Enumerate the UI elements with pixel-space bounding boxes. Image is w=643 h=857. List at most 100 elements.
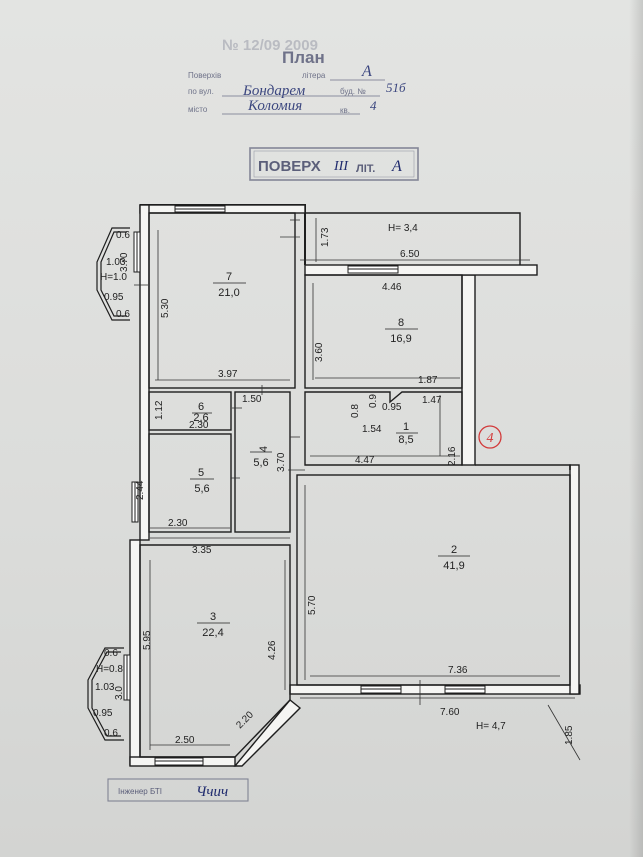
dim-0-95-b: 0.95 — [93, 708, 113, 719]
sheet-edge-shadow — [629, 0, 643, 857]
header-line1-suffix: літера — [302, 71, 326, 80]
room-7: 7 21,0 — [213, 271, 246, 299]
room-8-area: 16,9 — [390, 333, 411, 345]
room-1-number: 1 — [403, 421, 409, 433]
header-line3-number: 4 — [370, 98, 377, 113]
dim-0-6-b: 0.6 — [116, 309, 130, 320]
dim-2-20: 2.20 — [234, 709, 256, 731]
dim-h4-7: H= 4,7 — [476, 721, 506, 732]
dim-2-30-b: 2.30 — [168, 518, 188, 529]
room-6: 6 2,6 — [192, 401, 212, 424]
dim-0-9: 0.9 — [368, 394, 379, 408]
dim-2-44: 2.44 — [135, 480, 146, 500]
dim-5-95: 5.95 — [142, 630, 153, 650]
dim-4-26: 4.26 — [267, 640, 278, 660]
header-line2-label: по вул. — [188, 87, 214, 96]
dim-0-6-c: 0.6 — [104, 648, 118, 659]
room-5-area: 5,6 — [194, 483, 209, 495]
dim-h1-0: H=1.0 — [100, 272, 127, 283]
room-5-number: 5 — [198, 467, 204, 479]
dim-0-6-d: 0.6 — [104, 728, 118, 739]
dim-7-60: 7.60 — [440, 707, 460, 718]
dim-4-47: 4.47 — [355, 455, 375, 466]
dim-5-70: 5.70 — [307, 595, 318, 615]
room-4-area: 5,6 — [253, 457, 268, 469]
room-3-number: 3 — [210, 611, 216, 623]
dim-3-70-a: 3.70 — [119, 252, 130, 272]
dim-1-73: 1.73 — [320, 227, 331, 247]
floor-number: III — [333, 159, 349, 174]
dim-balcony-height: H= 3,4 — [388, 223, 418, 234]
room-5: 5 5,6 — [190, 467, 214, 495]
bay-window-top — [96, 227, 130, 321]
room-1-area: 8,5 — [398, 434, 413, 446]
apartment-marker: 4 — [478, 425, 502, 449]
room-4: 4 5,6 — [250, 446, 272, 469]
dim-3-97: 3.97 — [218, 369, 238, 380]
room-1: 1 8,5 — [396, 421, 418, 446]
room-2-area: 41,9 — [443, 560, 464, 572]
dim-1-47: 1.47 — [422, 395, 442, 406]
header-line1-value: А — [361, 63, 372, 80]
room-6-number: 6 — [198, 401, 204, 413]
dim-3-35: 3.35 — [192, 545, 212, 556]
dim-1-85: 1.85 — [564, 725, 575, 745]
header-line1-label: Поверхів — [188, 71, 221, 80]
dim-7-36: 7.36 — [448, 665, 468, 676]
room-8: 8 16,9 — [385, 317, 418, 345]
dim-1-50: 1.50 — [242, 394, 262, 405]
dim-0-95-a: 0.95 — [104, 292, 124, 303]
dim-1-03-b: 1.03 — [95, 682, 115, 693]
dim-1-12: 1.12 — [154, 400, 165, 420]
room-6-area: 2,6 — [193, 412, 208, 424]
dim-2-50: 2.50 — [175, 735, 195, 746]
room-2: 2 41,9 — [438, 544, 470, 572]
header-line2-suffix: буд. № — [340, 87, 366, 96]
stamp-title-faded: № 12/09 2009 — [222, 37, 318, 54]
inner-walls — [139, 212, 571, 758]
footer-signature: Ччич — [196, 784, 228, 800]
room-3-area: 22,4 — [202, 627, 223, 639]
floor-stamp: ПОВЕРХ III ЛІТ. А — [249, 147, 419, 181]
header-line3-value: Коломия — [247, 98, 302, 114]
dim-2-16: 2.16 — [447, 446, 458, 466]
windows — [123, 205, 486, 766]
floor-letter: А — [391, 158, 402, 175]
dim-1-54: 1.54 — [362, 424, 382, 435]
header-line3-suffix: кв. — [340, 106, 350, 115]
header-line2-value: Бондарем — [242, 83, 306, 99]
dim-h0-8: H=0.8 — [96, 664, 123, 675]
dim-5-30: 5.30 — [160, 298, 171, 318]
floor-label: ПОВЕРХ — [258, 158, 321, 175]
dim-1-03-a: 1.03 — [106, 257, 126, 268]
dim-3-0: 3.0 — [114, 686, 125, 700]
room-2-number: 2 — [451, 544, 457, 556]
apartment-marker-number: 4 — [487, 431, 494, 446]
dimension-labels: H= 3,4 6.50 1.73 0.6 1.03 H=1.0 0.95 0.6… — [93, 223, 575, 746]
header-line3-label: місто — [188, 105, 208, 114]
header-line2-number: 51б — [386, 80, 406, 95]
room-7-number: 7 — [226, 271, 232, 283]
footer-label: Інженер БТІ — [118, 787, 162, 796]
dim-4-46: 4.46 — [382, 282, 402, 293]
dimension-lines — [134, 218, 581, 761]
room-3: 3 22,4 — [197, 611, 230, 639]
dim-3-70-b: 3.70 — [276, 452, 287, 472]
dim-0-6-a: 0.6 — [116, 230, 130, 241]
footer-stamp: Інженер БТІ Ччич — [107, 778, 249, 802]
dim-balcony-width: 6.50 — [400, 249, 420, 260]
bay-window-bottom — [87, 647, 124, 741]
plan-title: План — [282, 48, 325, 67]
dim-1-87: 1.87 — [418, 375, 438, 386]
header-stamp: № 12/09 2009 План Поверхів літера А по в… — [188, 37, 406, 115]
room-8-number: 8 — [398, 317, 404, 329]
floor-suffix: ЛІТ. — [356, 163, 375, 175]
dim-2-30-a: 2.30 — [189, 420, 209, 431]
room-7-area: 21,0 — [218, 287, 239, 299]
dim-0-95: 0.95 — [382, 402, 402, 413]
room-4-number: 4 — [258, 446, 270, 452]
dim-3-60: 3.60 — [314, 342, 325, 362]
dim-0-8: 0.8 — [350, 404, 361, 418]
